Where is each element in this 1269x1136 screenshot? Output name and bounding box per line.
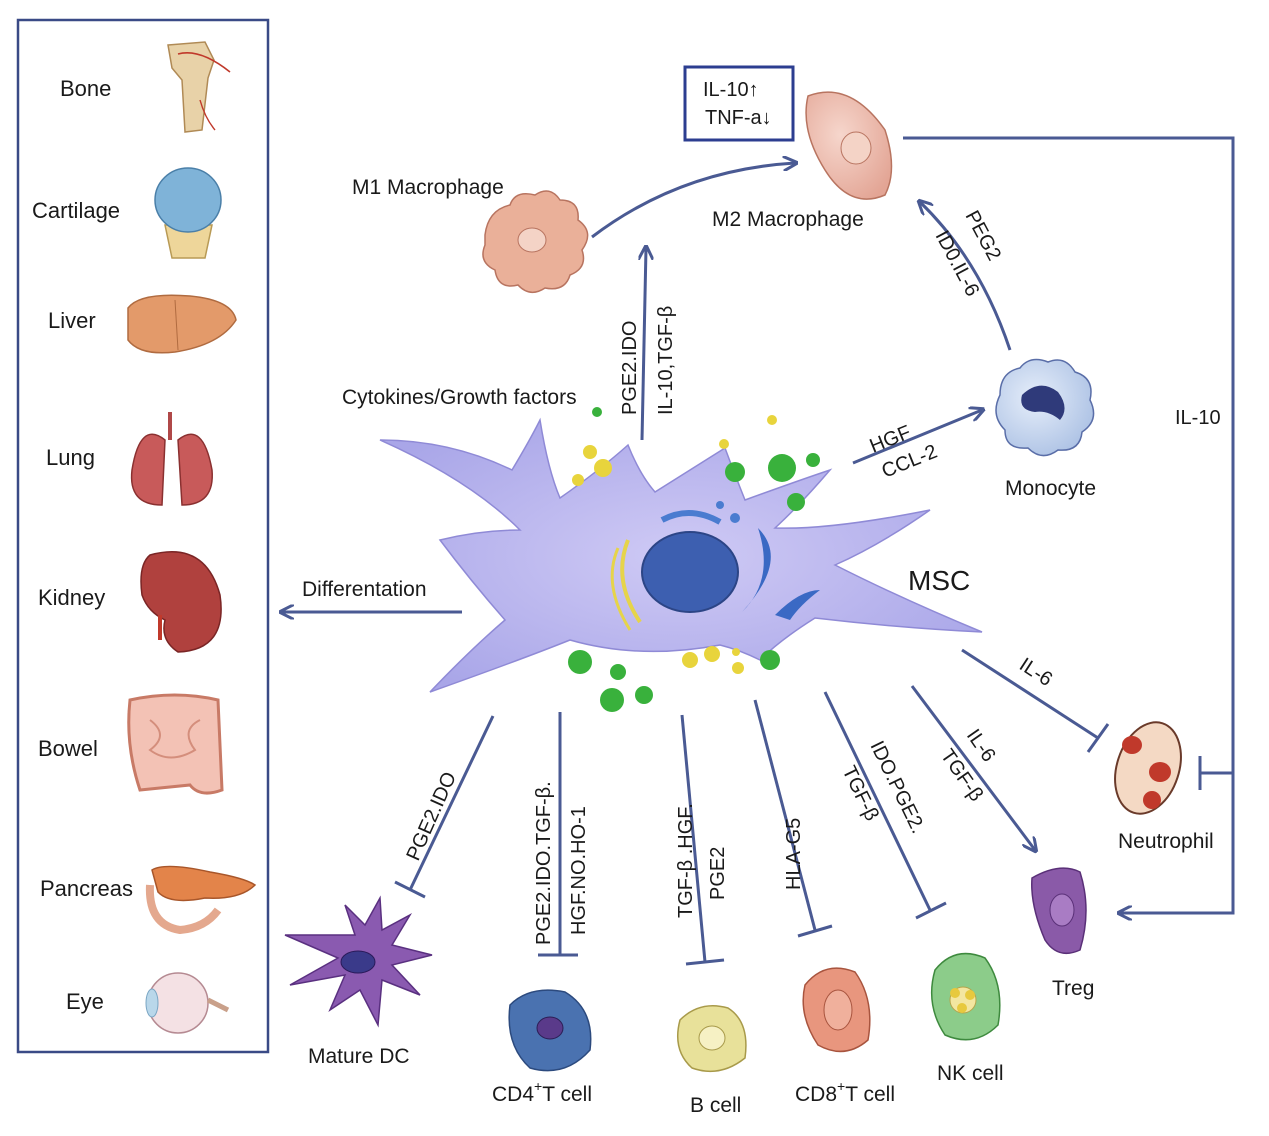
nk-label-2: TGF-β	[838, 763, 883, 825]
organ-label-liver: Liver	[48, 308, 96, 333]
msc-to-monocyte-arrow	[852, 410, 982, 465]
cytokines-label: Cytokines/Growth factors	[342, 386, 577, 409]
msc-label: MSC	[908, 565, 970, 596]
cd4-label-2: HGF.NO.HO-1	[568, 806, 590, 935]
cd8-label: CD8+T cell	[795, 1078, 895, 1106]
kidney-icon	[140, 551, 222, 653]
b-cell	[677, 1005, 747, 1073]
nk-cell	[930, 952, 1001, 1041]
cd4-label-1: PGE2.IDO.TGF-β.	[533, 781, 555, 945]
m1-macrophage-cell	[482, 190, 589, 294]
organ-panel: Bone Cartilage Liver Lung Kidney Bowel	[16, 18, 270, 1054]
bowel-icon	[127, 693, 224, 795]
differentiation-label: Differentation	[302, 578, 427, 601]
vesicles	[568, 407, 820, 712]
neut-label: IL-6	[1015, 654, 1056, 691]
box-line1: IL-10↑	[703, 79, 759, 101]
msc-cell	[379, 417, 983, 693]
cd8-t-cell	[802, 967, 871, 1053]
organ-label-eye: Eye	[66, 989, 104, 1014]
neutrophil-inhibit-bar	[1086, 723, 1110, 753]
cd4-label: CD4+T cell	[492, 1078, 592, 1106]
eye-icon	[145, 972, 230, 1034]
organ-label-lung: Lung	[46, 445, 95, 470]
dc-inhibit-bar	[394, 880, 426, 899]
bone-icon	[167, 41, 231, 133]
nk-inhibit-bar	[915, 901, 947, 920]
neutrophil-cell	[1114, 721, 1182, 815]
msc-to-cd8-line	[753, 699, 817, 931]
il10-label: IL-10	[1175, 407, 1221, 429]
treg-label: Treg	[1052, 977, 1094, 1000]
organ-label-cartilage: Cartilage	[32, 198, 120, 223]
treg-cell	[1031, 867, 1087, 955]
organ-label-pancreas: Pancreas	[40, 876, 133, 901]
m1-label: M1 Macrophage	[352, 176, 504, 199]
mature-dc-cell	[284, 895, 433, 1028]
msc-to-neutrophil-line	[961, 648, 1099, 740]
organ-label-bone: Bone	[60, 76, 111, 101]
cartilage-icon	[154, 167, 222, 259]
monocyte-label: Monocyte	[1005, 477, 1096, 500]
dc-mol-label: PGE2.IDO	[402, 769, 461, 864]
m2-label: M2 Macrophage	[712, 208, 864, 231]
nk-label: NK cell	[937, 1062, 1004, 1085]
cd4-t-cell	[508, 989, 592, 1072]
msc-to-bcell-line	[680, 714, 707, 963]
to-m2-label-2: IL-10,TGF-β	[655, 306, 677, 415]
msc-to-dc-line	[408, 715, 495, 891]
msc-to-nk-line	[823, 691, 932, 911]
pancreas-icon	[145, 865, 257, 935]
mono-m2-label-1: PEG2	[961, 207, 1005, 264]
box-line2: TNF-a↓	[705, 107, 772, 129]
m1-to-m2-arrow	[591, 163, 795, 239]
m2-macrophage-cell	[805, 91, 893, 200]
msc-to-treg-arrow	[910, 685, 1035, 850]
lung-icon	[130, 412, 213, 506]
neutrophil-label: Neutrophil	[1118, 830, 1214, 853]
b-label-2: PGE2	[707, 847, 729, 900]
bcell-inhibit-bar	[685, 958, 725, 966]
organ-label-kidney: Kidney	[38, 585, 105, 610]
cd8-inhibit-bar	[797, 924, 833, 938]
il10-feedback-line	[903, 136, 1235, 913]
bcell-label: B cell	[690, 1094, 741, 1117]
organ-label-bowel: Bowel	[38, 736, 98, 761]
nk-label-1: IDO.PGE2.	[866, 738, 930, 838]
il10-tnf-box	[683, 65, 795, 142]
monocyte-cell	[995, 358, 1095, 457]
msc-to-m2-arrow	[642, 248, 646, 441]
to-m2-label-1: PGE2.IDO	[619, 321, 641, 415]
b-label-1: TGF-β .HGF.	[675, 803, 697, 918]
monocyte-to-m2-arrow	[920, 202, 1012, 351]
dc-label: Mature DC	[308, 1045, 410, 1068]
cd8-mol-label: HLA-G5	[783, 818, 805, 890]
liver-icon	[127, 294, 237, 354]
